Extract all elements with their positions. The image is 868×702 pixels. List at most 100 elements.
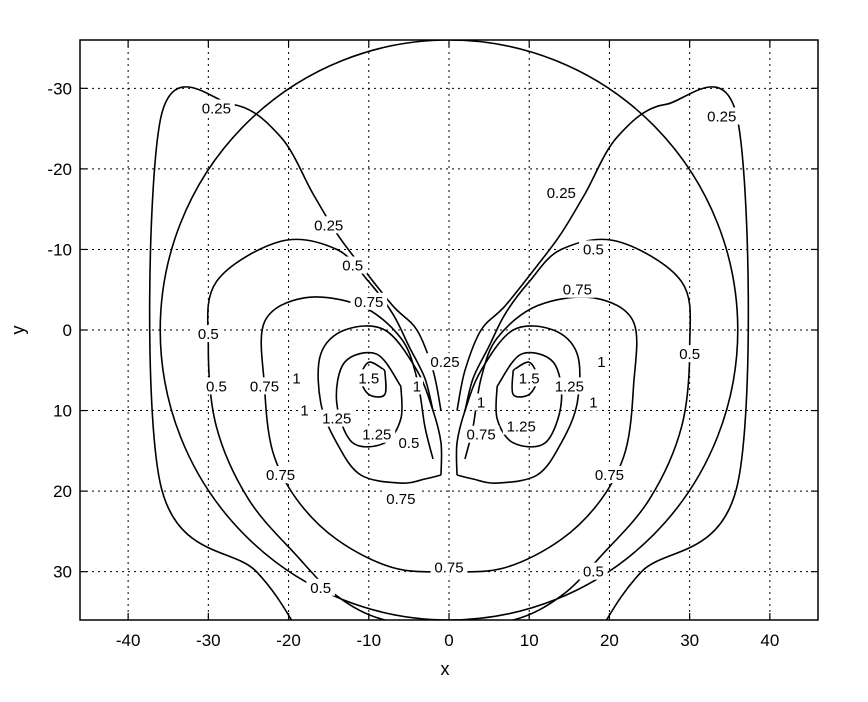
contour-label-text: 1 — [589, 395, 597, 412]
contour-label-text: 0.5 — [679, 346, 700, 363]
contour-label-bg — [502, 417, 540, 435]
contour-label-0-5: 0.5 — [338, 256, 368, 275]
contour-label-text: 0.5 — [342, 258, 363, 275]
contour-label-text: 0.75 — [250, 378, 279, 395]
contour-label-text: 1 — [597, 354, 605, 371]
contour-label-1-25: 1.25 — [502, 417, 540, 436]
contour-label-text: 0.5 — [398, 435, 419, 452]
x-tick-label: -10 — [356, 631, 381, 650]
contour-label-bg — [306, 578, 335, 596]
contour-label-text: 0.5 — [583, 241, 604, 258]
contour-label-bg — [591, 466, 628, 483]
contour-label-text: 0.75 — [386, 491, 415, 508]
contour-label-text: 0.25 — [314, 217, 343, 234]
contour-label-text: 1.5 — [519, 370, 540, 387]
contour-line-0-25 — [148, 86, 442, 620]
contour-label-text: 0.25 — [430, 354, 459, 371]
y-axis-label: y — [8, 326, 28, 335]
y-tick-label: -20 — [47, 160, 72, 179]
contour-label-bg — [514, 369, 544, 387]
y-tick-label: -30 — [47, 79, 72, 98]
contour-label-text: 0.25 — [707, 109, 736, 126]
contour-label-1-25: 1.25 — [318, 409, 356, 428]
contour-line-1-5 — [511, 361, 539, 398]
contour-label-text: 0.5 — [583, 564, 604, 581]
x-tick-label: -40 — [116, 631, 141, 650]
contour-label-1: 1 — [587, 393, 600, 412]
contour-label-bg — [354, 369, 384, 387]
contour-line-1-5 — [359, 361, 387, 398]
contour-label-bg — [426, 353, 464, 371]
contour-labels: 0.25 0.25 0.25 0.25 0.25 0.5 0.5 0.5 0.5 0.5 0.5 0.… — [194, 99, 741, 597]
contour-label-bg — [246, 377, 283, 395]
contour-label-0-25: 0.25 — [426, 353, 464, 371]
contour-label-0-25: 0.25 — [542, 184, 580, 202]
contour-label-bg — [197, 99, 235, 117]
contour-label-text: 1 — [300, 403, 308, 420]
contour-label-text: 1.25 — [507, 419, 536, 436]
contour-label-0-5: 0.5 — [579, 562, 608, 581]
contour-label-text: 1 — [477, 395, 485, 412]
contour-label-bg — [587, 393, 600, 411]
contour-label-0-75: 0.75 — [591, 466, 628, 484]
x-tick-label: -30 — [196, 631, 221, 650]
contour-label-text: 0.75 — [434, 560, 463, 577]
x-axis-label: x — [441, 659, 450, 679]
x-tick-label: -20 — [276, 631, 301, 650]
contour-label-1-25: 1.25 — [550, 377, 588, 395]
x-tick-label: 10 — [520, 631, 539, 650]
contour-label-text: 1.25 — [322, 411, 351, 428]
contour-label-bg — [194, 325, 223, 343]
contour-label-0-75: 0.75 — [558, 280, 596, 299]
contour-label-bg — [579, 240, 608, 258]
contour-label-0-75: 0.75 — [430, 558, 468, 577]
contour-line-1 — [455, 325, 581, 484]
contour-label-1: 1 — [595, 353, 608, 371]
contour-label-text: 0.75 — [266, 467, 295, 484]
contour-label-bg — [382, 490, 420, 508]
contour-label-text: 0.75 — [466, 427, 495, 444]
contour-label-bg — [350, 292, 388, 310]
y-tick-label: 10 — [53, 402, 72, 421]
y-tick-label: 0 — [63, 321, 72, 340]
contour-label-bg — [318, 409, 356, 427]
contour-label-bg — [675, 345, 704, 363]
contour-label-text: 1 — [292, 370, 300, 387]
contour-label-bg — [462, 425, 500, 443]
contour-label-0-5: 0.5 — [194, 325, 223, 343]
y-tick-label: 30 — [53, 563, 72, 582]
contour-label-bg — [358, 425, 396, 443]
contour-label-bg — [595, 353, 608, 371]
contour-label-bg — [579, 562, 608, 580]
contour-label-0-5: 0.5 — [579, 240, 608, 258]
contour-label-bg — [394, 433, 424, 451]
contour-label-text: 1.25 — [362, 427, 391, 444]
contour-label-text: 1.25 — [555, 378, 584, 395]
x-tick-label: 40 — [760, 631, 779, 650]
contour-label-text: 0.5 — [206, 378, 227, 395]
contour-label-bg — [310, 216, 348, 234]
contour-label-bg — [338, 256, 368, 274]
contour-label-bg — [262, 466, 299, 483]
x-tick-label: 20 — [600, 631, 619, 650]
contour-label-text: 0.75 — [354, 294, 383, 311]
contour-label-bg — [298, 401, 311, 419]
contour-label-0-5: 0.5 — [202, 377, 231, 395]
contour-label-0-5: 0.5 — [306, 578, 335, 597]
contour-label-0-75: 0.75 — [350, 292, 388, 311]
contour-label-bg — [430, 558, 468, 576]
contour-label-1: 1 — [290, 369, 303, 387]
contour-label-0-75: 0.75 — [382, 490, 420, 508]
contour-label-text: 0.5 — [310, 580, 331, 597]
contour-label-1: 1 — [298, 401, 311, 420]
contour-label-text: 0.25 — [202, 100, 231, 117]
contour-label-1-25: 1.25 — [358, 425, 396, 444]
contour-label-bg — [558, 280, 596, 298]
contour-label-text: 0.25 — [547, 185, 576, 202]
contour-line-0-25 — [456, 86, 750, 620]
contour-label-0-25: 0.25 — [197, 99, 235, 117]
contour-label-1: 1 — [474, 393, 488, 412]
contour-label-0-5: 0.5 — [394, 433, 424, 452]
